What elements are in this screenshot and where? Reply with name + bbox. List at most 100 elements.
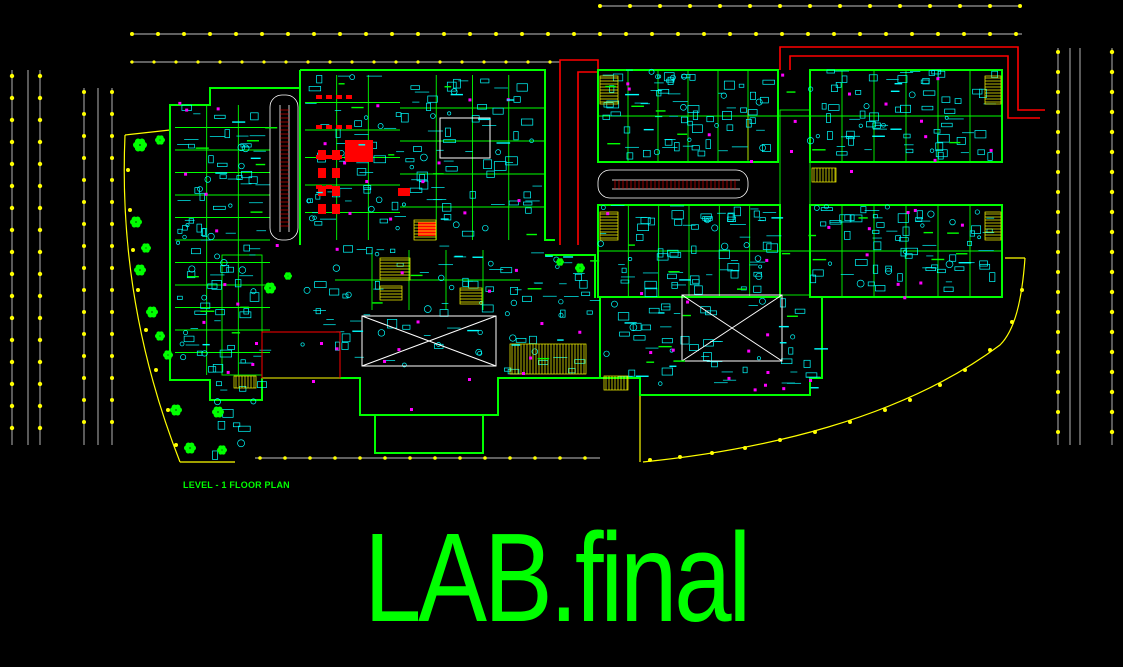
furniture-icon	[409, 164, 415, 170]
furniture-icon	[815, 134, 820, 139]
furniture-icon	[738, 83, 745, 88]
furniture-icon	[228, 203, 233, 208]
drawing-title: LAB.final	[364, 507, 751, 648]
furniture-icon	[869, 112, 879, 122]
grid-bubble-icon	[838, 4, 842, 8]
grid-bubble-icon	[9, 315, 15, 321]
furniture-icon	[856, 279, 865, 288]
escalator-steps	[280, 109, 289, 227]
grid-bubble-icon	[240, 60, 244, 64]
furniture-icon	[477, 104, 487, 110]
grid-bubble-icon	[928, 4, 932, 8]
grid-bubble-icon	[558, 456, 562, 460]
grid-bubble-icon	[110, 354, 114, 358]
grid-bubble-icon	[82, 178, 86, 182]
furniture-icon	[674, 142, 680, 152]
grid-bubble-icon	[37, 249, 43, 255]
furniture-icon	[487, 260, 494, 267]
furniture-icon	[826, 69, 835, 74]
furniture-icon	[560, 309, 566, 318]
furniture-icon	[611, 300, 618, 308]
furniture-icon	[727, 213, 734, 222]
furniture-icon	[373, 155, 386, 164]
grid-bubble-icon	[460, 60, 464, 64]
furniture-icon	[790, 334, 796, 340]
furniture-icon	[820, 207, 833, 211]
grid-bubble-icon	[110, 420, 114, 424]
furniture-icon	[318, 168, 326, 178]
grid-bubble-icon	[1109, 229, 1115, 235]
furniture-icon	[747, 109, 758, 116]
grid-bubble-icon	[676, 32, 680, 36]
furniture-icon	[602, 114, 611, 120]
furniture-icon	[841, 75, 848, 83]
stair-icon	[233, 75, 1002, 391]
grid-bubble-icon	[338, 32, 342, 36]
furniture-icon	[336, 95, 342, 99]
grid-bubble-icon	[110, 332, 114, 336]
furniture-icon	[644, 287, 658, 297]
grid-bubble-icon	[37, 117, 43, 123]
atrium-voids	[261, 117, 783, 379]
grid-bubble-icon	[110, 112, 114, 116]
furniture-icon	[601, 205, 606, 210]
grid-bubble-icon	[1056, 210, 1060, 214]
furniture-icon	[481, 304, 494, 313]
furniture-icon	[941, 96, 951, 103]
furniture-icon	[644, 280, 657, 290]
grid-bubble-icon	[433, 456, 437, 460]
grid-bubble-icon	[218, 60, 222, 64]
furniture-icon	[705, 139, 711, 149]
furniture-icon	[827, 261, 833, 266]
grid-bubble-icon	[1056, 130, 1060, 134]
furniture-icon	[332, 186, 340, 196]
furniture-icon	[239, 311, 252, 319]
furniture-icon	[866, 121, 876, 128]
furniture-icon	[445, 166, 458, 172]
grid-bubble-icon	[82, 420, 86, 424]
grid-bubble-icon	[728, 32, 732, 36]
furniture-icon	[215, 309, 225, 316]
grid-bubble-icon	[1109, 329, 1115, 335]
furniture-icon	[656, 90, 662, 97]
furniture-icon	[812, 269, 824, 277]
tree-icon	[167, 350, 172, 355]
grid-bubble-icon	[37, 337, 43, 343]
grid-bubble-icon	[37, 73, 43, 79]
furniture-icon	[250, 398, 257, 405]
furniture-icon	[697, 150, 706, 157]
furniture-icon	[185, 223, 190, 228]
furniture-icon	[899, 104, 911, 113]
tree-icon	[216, 406, 223, 412]
exterior-walls	[169, 69, 1003, 454]
furniture-icon	[409, 187, 423, 193]
grid-bubble-icon	[508, 456, 512, 460]
furniture-icon	[826, 113, 831, 123]
grid-bubble-icon	[416, 60, 420, 64]
furniture-icon	[762, 79, 775, 85]
furniture-icon	[232, 422, 241, 428]
furniture-icon	[237, 143, 246, 152]
escalator-right	[597, 169, 749, 199]
furniture-icon	[366, 247, 373, 255]
grid-bubble-icon	[1056, 50, 1060, 54]
furniture-icon	[390, 248, 396, 253]
furniture-icon	[858, 123, 863, 128]
furniture-icon	[430, 113, 436, 119]
furniture-icon	[655, 74, 660, 80]
grid-bubble-icon	[110, 266, 114, 270]
furniture-icon	[238, 266, 247, 274]
grid-bubble-icon	[868, 4, 872, 8]
grid-bubble-icon	[1056, 410, 1060, 414]
furniture-icon	[860, 206, 867, 214]
furniture-icon	[629, 323, 638, 332]
grid-bubble-icon	[110, 156, 114, 160]
furniture-icon	[895, 235, 901, 241]
bottom-grid-bubbles	[258, 456, 587, 460]
grid-bubble-icon	[754, 32, 758, 36]
furniture-icon	[760, 96, 769, 104]
grid-bubble-icon	[110, 310, 114, 314]
grid-bubble-icon	[898, 4, 902, 8]
furniture-icon	[704, 216, 711, 222]
